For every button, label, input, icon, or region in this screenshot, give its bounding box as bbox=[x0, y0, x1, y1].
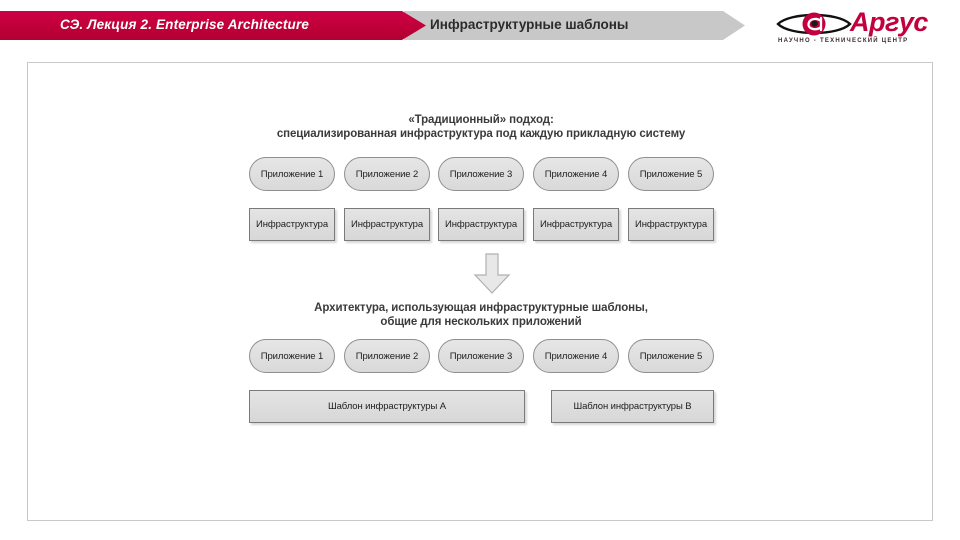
app-box[interactable]: Приложение 3 bbox=[438, 157, 524, 191]
section-title: Инфраструктурные шаблоны bbox=[430, 17, 629, 32]
infrastructure-box[interactable]: Инфраструктура bbox=[249, 208, 335, 241]
app-box[interactable]: Приложение 1 bbox=[249, 339, 335, 373]
section-2-heading-line-1: Архитектура, использующая инфраструктурн… bbox=[314, 302, 648, 314]
argus-logo: Аргус НАУЧНО - ТЕХНИЧЕСКИЙ ЦЕНТР bbox=[776, 7, 960, 50]
infrastructure-box[interactable]: Инфраструктура bbox=[628, 208, 714, 241]
slide-header: СЭ. Лекция 2. Enterprise Architecture Ин… bbox=[0, 0, 960, 56]
section-2-heading: Архитектура, использующая инфраструктурн… bbox=[28, 301, 934, 329]
infrastructure-box[interactable]: Инфраструктура bbox=[438, 208, 524, 241]
section-1-heading-line-1: «Традиционный» подход: bbox=[408, 114, 554, 126]
app-box[interactable]: Приложение 4 bbox=[533, 339, 619, 373]
slide-content-card: «Традиционный» подход: специализированна… bbox=[27, 62, 933, 521]
infrastructure-box[interactable]: Инфраструктура bbox=[533, 208, 619, 241]
app-box[interactable]: Приложение 4 bbox=[533, 157, 619, 191]
infrastructure-template-box[interactable]: Шаблон инфраструктуры А bbox=[249, 390, 525, 423]
section-chevron-band bbox=[404, 11, 745, 40]
app-box[interactable]: Приложение 2 bbox=[344, 157, 430, 191]
lecture-chevron-band bbox=[0, 11, 426, 40]
app-box[interactable]: Приложение 1 bbox=[249, 157, 335, 191]
app-box[interactable]: Приложение 5 bbox=[628, 157, 714, 191]
app-box[interactable]: Приложение 3 bbox=[438, 339, 524, 373]
section-1-heading: «Традиционный» подход: специализированна… bbox=[28, 113, 934, 141]
lecture-title: СЭ. Лекция 2. Enterprise Architecture bbox=[60, 17, 310, 32]
infrastructure-box[interactable]: Инфраструктура bbox=[344, 208, 430, 241]
eye-logo-icon bbox=[776, 12, 852, 36]
app-box[interactable]: Приложение 5 bbox=[628, 339, 714, 373]
infrastructure-template-box[interactable]: Шаблон инфраструктуры В bbox=[551, 390, 714, 423]
brand-name: Аргус bbox=[850, 7, 928, 37]
section-2-heading-line-2: общие для нескольких приложений bbox=[380, 316, 582, 328]
app-box[interactable]: Приложение 2 bbox=[344, 339, 430, 373]
down-arrow-icon bbox=[473, 253, 511, 294]
infrastructure-templates-diagram: «Традиционный» подход: специализированна… bbox=[28, 63, 934, 522]
brand-tagline: НАУЧНО - ТЕХНИЧЕСКИЙ ЦЕНТР bbox=[778, 38, 909, 44]
section-1-heading-line-2: специализированная инфраструктура под ка… bbox=[276, 128, 686, 140]
